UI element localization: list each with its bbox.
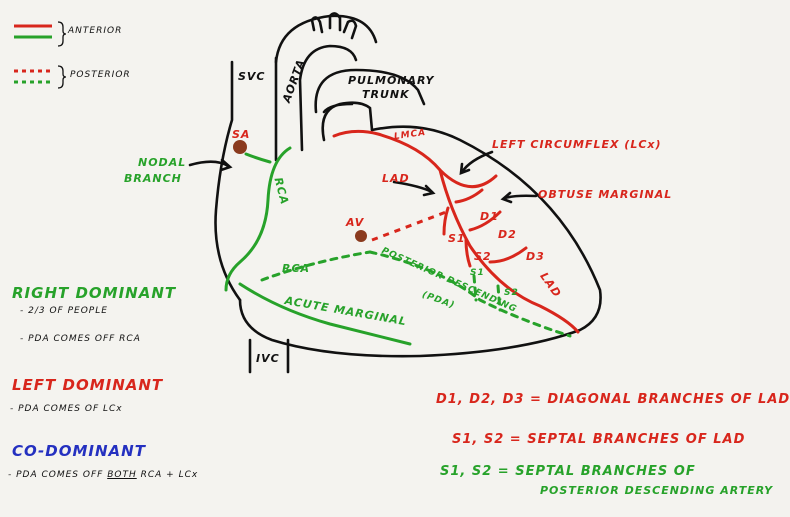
key-septal-pda-2: POSTERIOR DESCENDING ARTERY — [540, 484, 774, 497]
diagram-canvas: { "legend": { "anterior": "ANTERIOR", "p… — [8, 12, 790, 497]
svc-label: SVC — [238, 70, 266, 83]
d3-label: D3 — [526, 250, 545, 263]
co-dominant-note-c: RCA + LCx — [140, 470, 199, 480]
left-dominant-note-1: - PDA COMES OF LCx — [10, 404, 123, 414]
co-dominant-heading: CO-DOMINANT — [12, 442, 146, 460]
pda-posterior — [260, 250, 572, 338]
lad-label: LAD — [382, 172, 410, 185]
s1-posterior-label: S1 — [470, 268, 485, 278]
co-dominant-note-1: - PDA COMES OFF BOTH RCA + LCx — [8, 470, 198, 480]
ivc-label: IVC — [256, 352, 280, 365]
heart-drawing — [14, 12, 602, 374]
right-dominant-note-1: - 2/3 OF PEOPLE — [20, 306, 108, 316]
nodal-label: NODAL — [138, 156, 187, 169]
sa-label: SA — [232, 128, 251, 141]
d2-label: D2 — [498, 228, 517, 241]
lcx-posterior — [371, 210, 447, 242]
right-dominant-heading: RIGHT DOMINANT — [12, 284, 177, 302]
d1-label: D1 — [480, 210, 499, 223]
rca-anterior — [224, 146, 412, 346]
s2-label: S2 — [474, 250, 492, 263]
rca-lower-label: RCA — [282, 262, 311, 275]
right-dominant-note-2: - PDA COMES OFF RCA — [20, 334, 141, 344]
legend-anterior-bracket — [57, 21, 67, 47]
co-dominant-note-a: - PDA COMES OFF — [8, 470, 104, 480]
av-node — [355, 230, 367, 242]
heart-outline — [188, 12, 602, 374]
left-dominant-heading: LEFT DOMINANT — [12, 376, 164, 394]
legend-anterior-label: ANTERIOR — [68, 26, 123, 36]
key-septal-pda-1: S1, S2 = SEPTAL BRANCHES OF — [440, 464, 696, 479]
pulmonary-label: PULMONARY — [348, 74, 435, 87]
co-dominant-note-both: BOTH — [107, 470, 137, 480]
left-coronary-anterior — [332, 129, 580, 334]
legend-posterior-label: POSTERIOR — [70, 70, 131, 80]
left-circumflex-label: LEFT CIRCUMFLEX (LCx) — [492, 138, 662, 151]
branch-label: BRANCH — [124, 172, 182, 185]
obtuse-marginal-label: OBTUSE MARGINAL — [538, 188, 673, 201]
s1-label: S1 — [448, 232, 466, 245]
sa-node — [233, 140, 247, 154]
key-diagonal: D1, D2, D3 = DIAGONAL BRANCHES OF LAD — [436, 392, 790, 407]
key-septal-lad: S1, S2 = SEPTAL BRANCHES OF LAD — [452, 432, 746, 447]
av-label: AV — [346, 216, 365, 229]
trunk-label: TRUNK — [362, 88, 410, 101]
s2-posterior-label: S2 — [504, 288, 519, 298]
legend-posterior-bracket — [57, 65, 67, 89]
